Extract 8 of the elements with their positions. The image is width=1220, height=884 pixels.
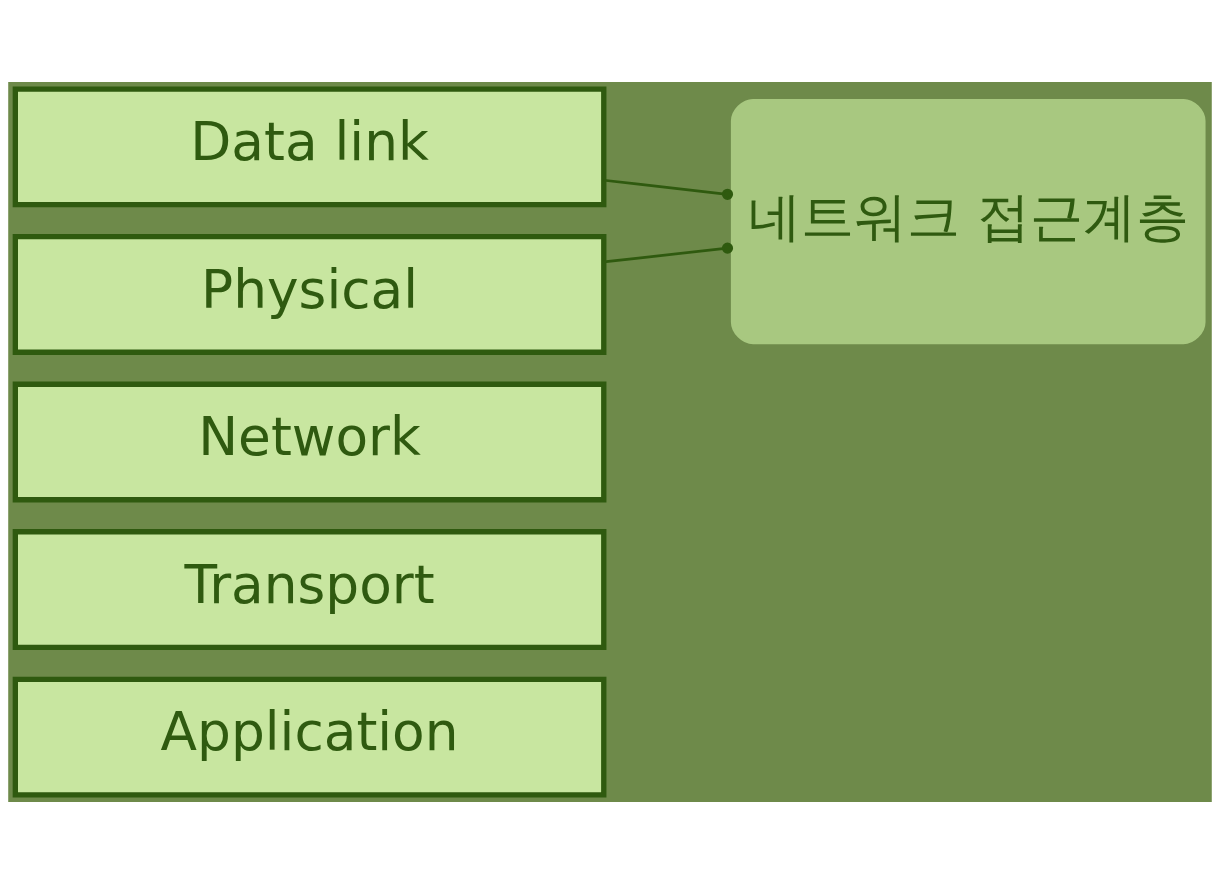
node-box: 네트워크 접근계층 [730,98,1206,345]
node-box: Application [12,676,607,798]
connector [603,178,734,200]
node-box: Physical [12,234,607,355]
node-box: Transport [12,529,607,650]
node-box: Data link [12,86,607,208]
connector [603,242,734,264]
node-box: Network [12,381,607,503]
